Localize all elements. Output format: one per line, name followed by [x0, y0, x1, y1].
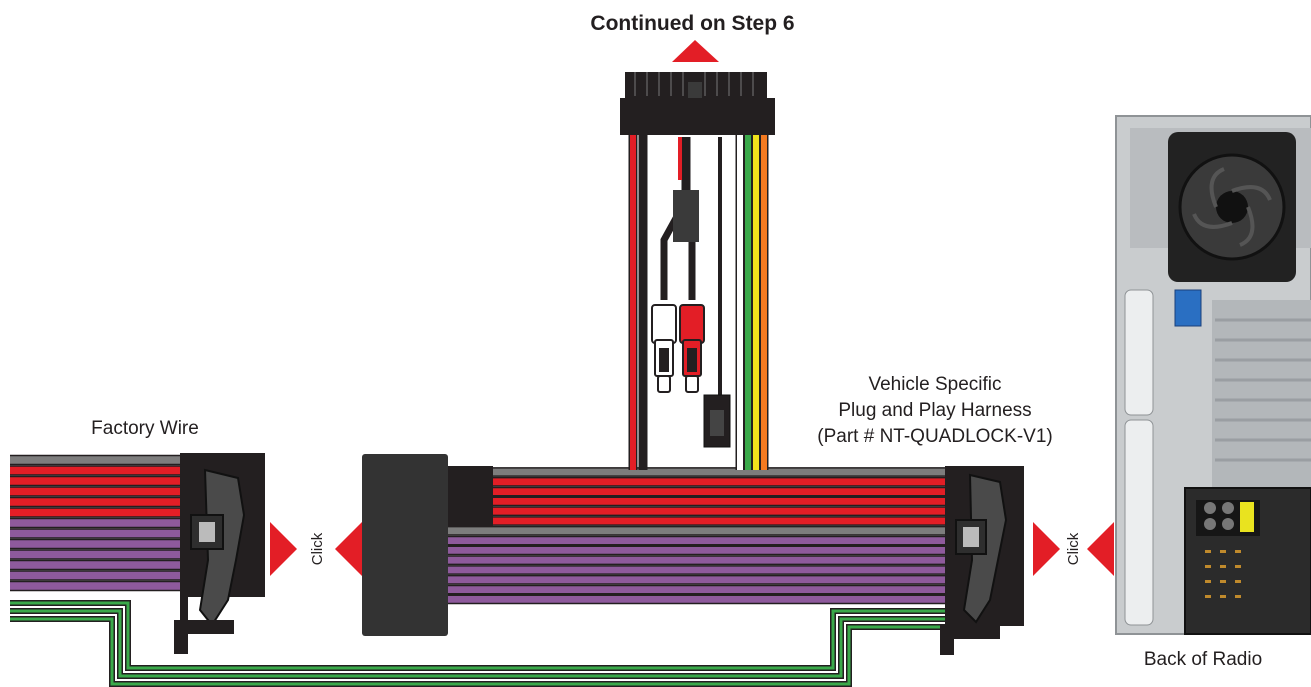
rca-pigtail-wires — [660, 137, 699, 300]
harness-label-line2: Plug and Play Harness — [838, 400, 1032, 421]
factory-connector-icon — [174, 453, 265, 654]
right-connector-right-arrow-icon — [1033, 522, 1060, 576]
factory-wire-label: Factory Wire — [91, 418, 199, 439]
top-multipin-connector-icon — [620, 72, 775, 135]
green-wire-loop — [10, 600, 950, 687]
click-label-right: Click — [1065, 532, 1082, 565]
left-connector-left-arrow-icon — [335, 522, 362, 576]
harness-top-wires — [628, 134, 769, 470]
left-connector-right-arrow-icon — [270, 522, 297, 576]
quadlock-socket-icon — [1184, 487, 1311, 635]
continued-step-label: Continued on Step 6 — [590, 12, 795, 35]
harness-label-line3: (Part # NT-QUADLOCK-V1) — [817, 426, 1053, 447]
small-black-plug-icon — [703, 137, 731, 448]
cooling-fan-icon — [1168, 132, 1296, 282]
harness-quadlock-connector-icon — [940, 466, 1024, 655]
harness-label: Vehicle Specific Plug and Play Harness (… — [790, 372, 1080, 450]
up-arrow-icon — [672, 40, 719, 62]
back-of-radio-label: Back of Radio — [1143, 649, 1263, 670]
right-connector-left-arrow-icon — [1087, 522, 1114, 576]
back-of-radio-unit — [1115, 115, 1311, 635]
rca-white-plug-icon — [651, 304, 677, 393]
rca-red-plug-icon — [679, 304, 705, 393]
harness-inline-connector-icon — [362, 454, 493, 636]
harness-wire-bundle — [448, 467, 950, 605]
harness-label-line1: Vehicle Specific — [868, 374, 1002, 395]
click-label-left: Click — [309, 532, 326, 565]
heatsink-fins-icon — [1215, 318, 1311, 462]
factory-wire-bundle — [10, 454, 184, 592]
